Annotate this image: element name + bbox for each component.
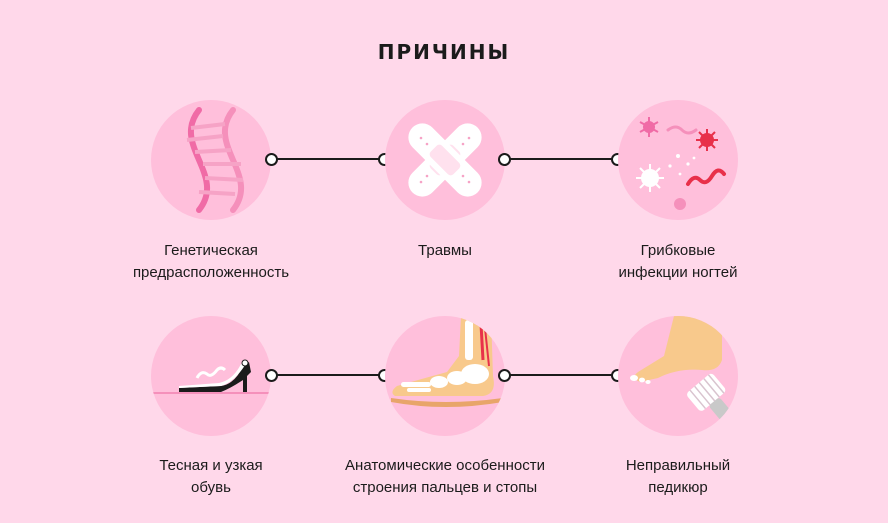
cause-label-line: строения пальцев и стопы (352, 479, 538, 496)
cause-label-line: предрасположенность (132, 264, 290, 281)
cause-label-line: Анатомические особенности (345, 457, 545, 474)
cause-label-anatomy: Анатомические особенности строения пальц… (315, 455, 575, 499)
cause-circle-pedicure (618, 316, 738, 436)
cause-label-pedicure: Неправильный педикюр (548, 455, 808, 499)
cause-label-line: Травмы (418, 242, 472, 259)
pedicure-icon (630, 316, 735, 425)
cause-circle-genetics (151, 100, 271, 220)
cause-label-line: педикюр (648, 479, 708, 496)
connector-line (509, 158, 612, 160)
dna-icon (186, 107, 245, 213)
page-title: ПРИЧИНЫ (377, 40, 511, 64)
cause-label-trauma: Травмы (315, 240, 575, 262)
cause-label-line: Генетическая (164, 242, 258, 259)
cause-label-fungal: Грибковые инфекции ногтей (548, 240, 808, 284)
cause-label-line: обувь (191, 479, 231, 496)
cause-label-genetics: Генетическая предрасположенность (81, 240, 341, 284)
connector-line (276, 374, 379, 376)
cause-label-shoes: Тесная и узкая обувь (81, 455, 341, 499)
cause-label-line: Грибковые (640, 242, 716, 259)
bandage-icon (408, 123, 482, 197)
cause-circle-anatomy (385, 316, 505, 436)
cause-circle-shoes (151, 316, 271, 436)
high-heel-shoe-icon (151, 359, 271, 394)
cause-label-line: Тесная и узкая (159, 457, 263, 474)
cause-circle-trauma (385, 100, 505, 220)
connector-line (509, 374, 612, 376)
cause-label-line: Неправильный (625, 457, 731, 474)
germs-icon (636, 117, 726, 210)
cause-label-line: инфекции ногтей (618, 264, 738, 281)
cause-circle-fungal (618, 100, 738, 220)
foot-skeleton-icon (391, 316, 503, 407)
connector-line (276, 158, 379, 160)
